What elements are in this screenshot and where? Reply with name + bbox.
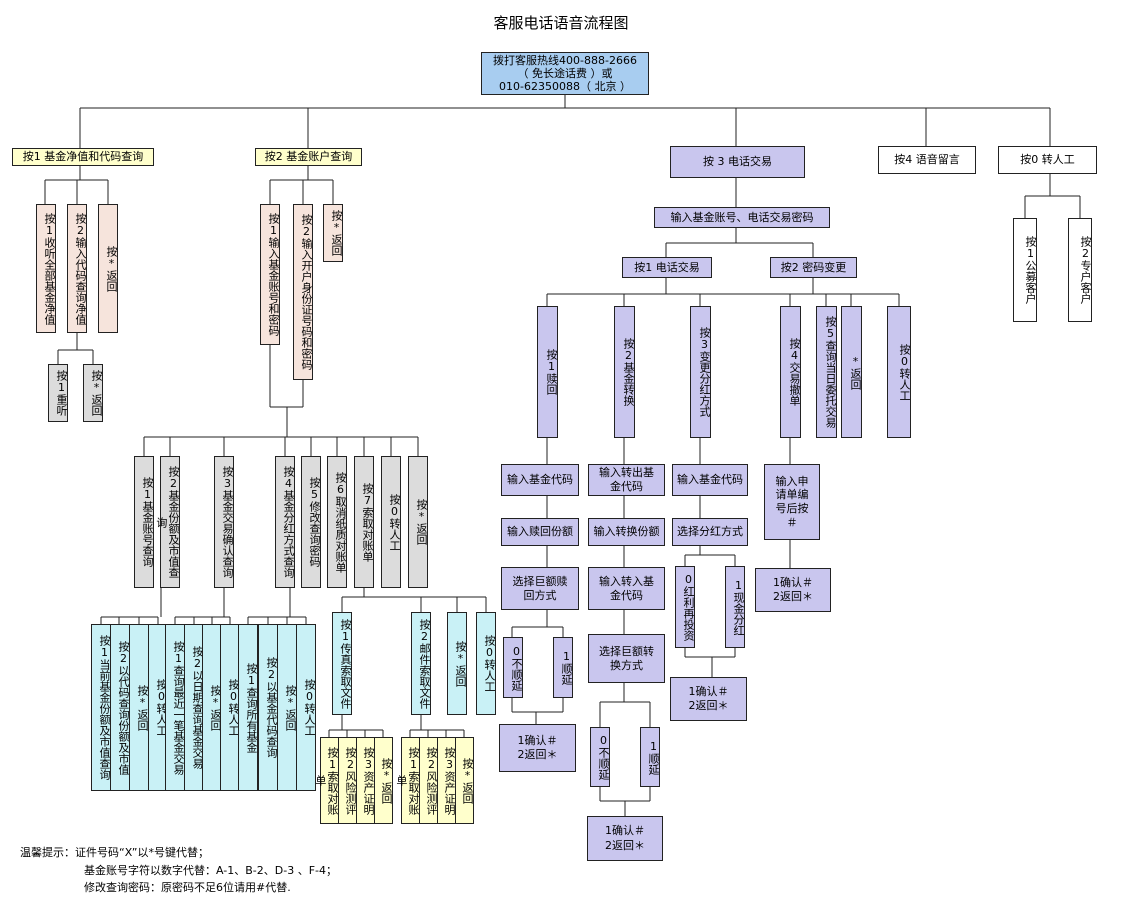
share-sub-0: 按0转人工: [148, 624, 168, 791]
share-sub-1: 按1当前基金份额及市值查询: [91, 624, 111, 791]
account-menu-0: 按0转人工: [381, 456, 401, 588]
account-menu-5: 按5修改查询密码: [301, 456, 321, 588]
convert-step-2: 输入转换份额: [588, 518, 665, 546]
trade-op-redeem: 按1赎回: [537, 306, 558, 438]
hotline-line-1: 拨打客服热线400-888-2666: [493, 53, 637, 67]
account-acct-pwd: 按1输入基金账号和密码: [260, 204, 280, 345]
account-menu-6: 按6取消纸质对账单: [327, 456, 347, 588]
account-menu-3: 按3基金交易确认查询: [214, 456, 234, 588]
statement-mail: 按2邮件索取文件: [411, 612, 431, 715]
hotline-line-3: 010-62350088（ 北京 ）: [499, 80, 631, 94]
redeem-opt-1: 1顺延: [553, 637, 573, 698]
dividend-confirm: 1确认＃ 2返回＊: [670, 677, 747, 721]
redeem-step-2: 输入赎回份额: [501, 518, 579, 546]
convert-confirm: 1确认＃ 2返回＊: [587, 816, 663, 861]
netvalue-all: 按1收听全部基金净值: [36, 204, 56, 333]
redeem-step-1: 输入基金代码: [501, 464, 579, 496]
statement-back: 按*返回: [447, 612, 467, 715]
trade-login: 输入基金账号、电话交易密码: [654, 207, 830, 228]
account-menu-1: 按1基金账号查询: [134, 456, 154, 588]
trade-op-query: 按5查询当日委托交易: [816, 306, 837, 438]
note-line-1: 温馨提示：证件号码“X”以*号键代替；: [20, 846, 209, 859]
cancel-confirm: 1确认＃ 2返回＊: [755, 568, 831, 612]
trade-sub-2: 按2以日期查询基金交易: [184, 624, 204, 791]
dividend-sub-2: 按2以基金代码查询: [258, 624, 278, 791]
trade-sub-1: 按1查询最近一笔基金交易: [165, 624, 185, 791]
note-line-3: 修改查询密码：原密码不足6位请用#代替.: [84, 881, 291, 894]
fax-doc-back: 按*返回: [374, 737, 393, 824]
dividend-sub-0: 按0转人工: [296, 624, 316, 791]
dividend-opt-1: 1现金分红: [725, 566, 745, 648]
dividend-confirm-yes: 1确认＃: [688, 684, 729, 698]
cancel-confirm-back: 2返回＊: [773, 590, 813, 603]
cancel-step-1: 输入申请单编号后按＃: [764, 464, 820, 540]
account-menu-back: 按*返回: [408, 456, 428, 588]
fax-doc-3: 按3资产证明: [356, 737, 375, 824]
hotline-line-2: （ 免长途话费 ）或: [517, 66, 613, 80]
trade-op-manual: 按0转人工: [887, 306, 911, 438]
account-id-pwd: 按2输入开户身份证号码和密码: [293, 204, 313, 380]
convert-step-4: 选择巨额转换方式: [588, 634, 665, 683]
trade-op-back: *返回: [841, 306, 862, 438]
mail-doc-back: 按*返回: [455, 737, 474, 824]
trade-phone: 按1 电话交易: [622, 257, 712, 278]
dividend-confirm-back: 2返回＊: [688, 699, 729, 712]
dividend-step-2: 选择分红方式: [672, 518, 748, 546]
convert-step-1: 输入转出基金代码: [588, 464, 665, 496]
trade-sub-back: 按*返回: [202, 624, 222, 791]
note-line-2: 基金账号字符以数字代替：A-1、B-2、D-3 、F-4；: [84, 864, 337, 877]
share-sub-2: 按2以代码查询份额及市值: [110, 624, 130, 791]
statement-0: 按0转人工: [476, 612, 496, 715]
mail-doc-3: 按3资产证明: [437, 737, 456, 824]
trade-op-cancel: 按4交易撤单: [780, 306, 801, 438]
dividend-sub-back: 按*返回: [277, 624, 297, 791]
convert-step-3: 输入转入基金代码: [588, 567, 665, 610]
dividend-opt-0: 0红利再投资: [675, 566, 695, 648]
convert-confirm-back: 2返回＊: [605, 838, 645, 852]
netvalue-back: 按*返回: [98, 204, 118, 333]
account-back: 按*返回: [323, 204, 343, 262]
hotline-box: 拨打客服热线400-888-2666 （ 免长途话费 ）或 010-623500…: [481, 52, 649, 95]
fax-doc-2: 按2风险测评: [338, 737, 357, 824]
dividend-step-1: 输入基金代码: [672, 464, 748, 496]
menu-voicemail: 按4 语音留言: [878, 146, 976, 174]
netvalue-back2: 按*返回: [83, 364, 103, 422]
mail-doc-2: 按2风险测评: [419, 737, 438, 824]
manual-public: 按1公募客户: [1013, 218, 1037, 322]
trade-sub-0: 按0转人工: [220, 624, 240, 791]
menu-account: 按2 基金账户查询: [255, 148, 362, 166]
convert-confirm-yes: 1确认＃: [605, 824, 645, 838]
fax-doc-1: 按1索取对账单: [314, 737, 339, 824]
redeem-opt-0: 0不顺延: [503, 637, 523, 698]
manual-private: 按2专户客户: [1068, 218, 1092, 322]
account-menu-4: 按4基金分红方式查询: [275, 456, 295, 588]
mail-doc-1: 按1索取对账单: [395, 737, 420, 824]
menu-manual: 按0 转人工: [998, 146, 1097, 174]
share-sub-back: 按*返回: [129, 624, 149, 791]
convert-opt-0: 0不顺延: [590, 727, 610, 787]
redeem-step-3: 选择巨额赎回方式: [501, 567, 579, 610]
account-menu-7: 按7索取对账单: [354, 456, 374, 588]
dividend-sub-1: 按1查询所有基金: [238, 624, 258, 791]
cancel-confirm-yes: 1确认＃: [773, 575, 813, 589]
trade-op-dividend: 按3变更分红方式: [690, 306, 711, 438]
redeem-confirm: 1确认＃ 2返回＊: [499, 724, 576, 772]
trade-op-convert: 按2基金转换: [614, 306, 635, 438]
trade-password: 按2 密码变更: [770, 257, 857, 278]
account-menu-2: 按2基金份额及市值查询: [155, 456, 180, 588]
redeem-confirm-yes: 1确认＃: [517, 733, 558, 747]
netvalue-replay: 按1重听: [48, 364, 68, 422]
menu-trade: 按 3 电话交易: [670, 146, 805, 178]
statement-fax: 按1传真索取文件: [332, 612, 352, 715]
netvalue-code: 按2输入代码查询净值: [67, 204, 87, 333]
diagram-title: 客服电话语音流程图: [493, 14, 629, 32]
convert-opt-1: 1顺延: [640, 727, 660, 787]
redeem-confirm-back: 2返回＊: [517, 748, 558, 761]
menu-netvalue: 按1 基金净值和代码查询: [12, 148, 154, 166]
